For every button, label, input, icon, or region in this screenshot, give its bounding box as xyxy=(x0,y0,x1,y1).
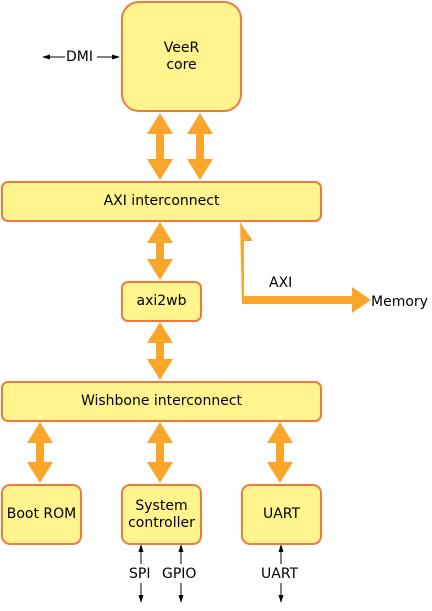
wishbone-interconnect-block: Wishbone interconnect xyxy=(1,381,322,422)
gpio-label: GPIO xyxy=(162,566,197,582)
boot-rom-block: Boot ROM xyxy=(1,484,82,545)
veer-core-block: VeeR core xyxy=(121,1,242,112)
axi2wb-block: axi2wb xyxy=(121,281,202,322)
axi-label: AXI xyxy=(269,275,293,291)
wishbone-uart-arrow xyxy=(267,422,293,483)
system-controller-block: System controller xyxy=(121,484,202,545)
uart-block: UART xyxy=(241,484,322,545)
axi-interconnect-block: AXI interconnect xyxy=(1,181,322,222)
wishbone-sysctrl-arrow xyxy=(147,422,173,483)
axi2wb-wishbone-arrow xyxy=(147,322,173,380)
memory-label: Memory xyxy=(371,294,428,310)
core-axi-arrow-left xyxy=(147,113,173,180)
uart-signal-label: UART xyxy=(261,566,299,582)
spi-label: SPI xyxy=(129,566,151,582)
core-axi-arrow-right xyxy=(187,113,213,180)
wishbone-bootrom-arrow xyxy=(27,422,53,483)
dmi-label: DMI xyxy=(66,49,93,65)
axi-axi2wb-arrow xyxy=(147,222,173,280)
axi-memory-arrow xyxy=(240,222,371,313)
